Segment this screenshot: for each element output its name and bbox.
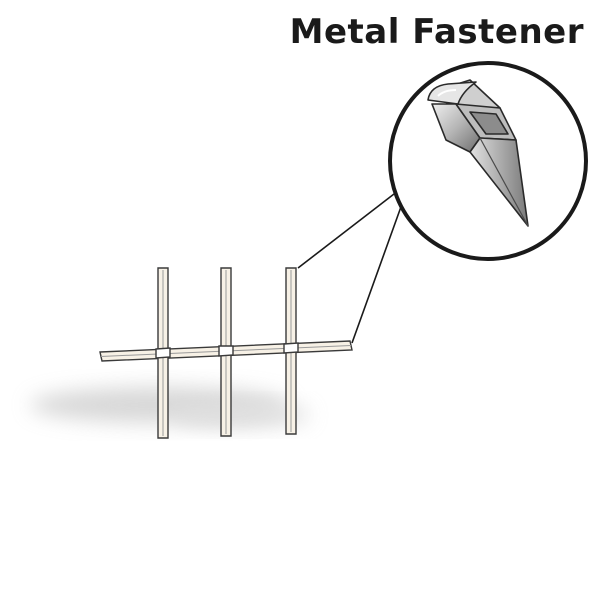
grid-frame (99, 267, 353, 439)
diagram-title: Metal Fastener (289, 12, 584, 52)
frame-shadow (30, 387, 310, 427)
magnified-detail (388, 61, 588, 261)
metal-fastener-icon (427, 79, 529, 227)
